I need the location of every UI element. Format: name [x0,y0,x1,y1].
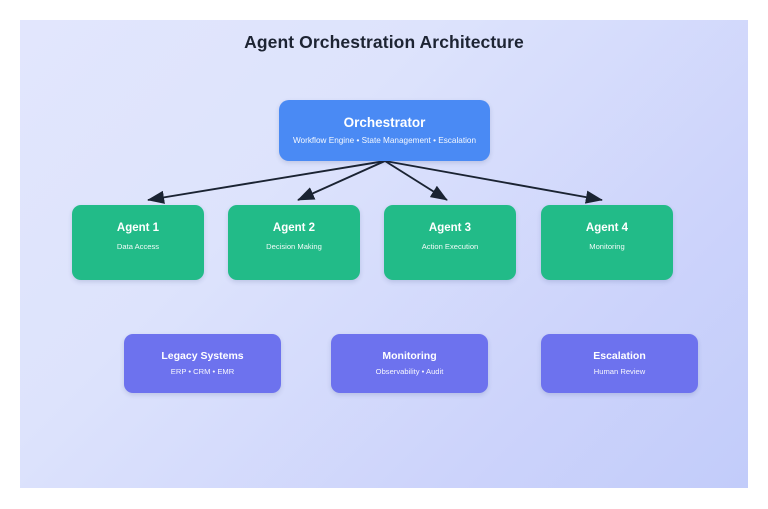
node-agent-1-subtitle: Data Access [116,241,160,251]
node-agent-3-title: Agent 3 [428,222,472,235]
node-escalation-subtitle: Human Review [593,367,646,377]
node-agent-1[interactable]: Agent 1 Data Access [72,205,204,280]
node-agent-2-subtitle: Decision Making [266,241,322,251]
node-agent-3-subtitle: Action Execution [421,241,479,251]
node-agent-1-title: Agent 1 [116,222,160,235]
node-monitoring-subtitle: Observability • Audit [375,367,444,377]
arrow-orchestrator-to-agent-4 [384,160,603,204]
node-monitoring[interactable]: Monitoring Observability • Audit [331,334,488,393]
node-orchestrator[interactable]: Orchestrator Workflow Engine • State Man… [279,100,490,161]
node-agent-2[interactable]: Agent 2 Decision Making [228,205,360,280]
diagram-canvas: Agent Orchestration Architecture Orchest… [20,20,748,488]
node-legacy-systems[interactable]: Legacy Systems ERP • CRM • EMR [124,334,281,393]
arrow-orchestrator-to-agent-3 [384,160,448,201]
arrow-orchestrator-to-agent-1 [147,160,386,204]
node-agent-2-title: Agent 2 [272,222,316,235]
arrow-orchestrator-to-agent-2 [297,160,386,201]
node-agent-4[interactable]: Agent 4 Monitoring [541,205,673,280]
node-monitoring-title: Monitoring [382,350,437,363]
node-agent-4-title: Agent 4 [585,222,629,235]
page-title: Agent Orchestration Architecture [244,32,524,52]
node-escalation-title: Escalation [593,350,646,363]
node-legacy-systems-subtitle: ERP • CRM • EMR [170,367,235,377]
node-orchestrator-subtitle: Workflow Engine • State Management • Esc… [292,136,477,146]
node-orchestrator-title: Orchestrator [343,114,426,130]
node-agent-3[interactable]: Agent 3 Action Execution [384,205,516,280]
node-agent-4-subtitle: Monitoring [589,241,625,251]
node-legacy-systems-title: Legacy Systems [161,350,244,363]
node-escalation[interactable]: Escalation Human Review [541,334,698,393]
